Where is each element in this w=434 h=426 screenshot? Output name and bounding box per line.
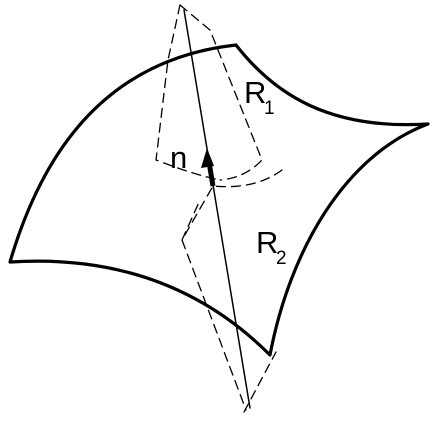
radius-2-label: R 2 bbox=[256, 225, 287, 269]
svg-text:R: R bbox=[244, 75, 266, 110]
radius-1-label: R 1 bbox=[244, 75, 275, 119]
normal-vector-arrow bbox=[201, 148, 216, 187]
normal-axis-line bbox=[183, 9, 251, 409]
principal-section-1-right bbox=[179, 4, 263, 181]
svg-text:R: R bbox=[256, 225, 278, 260]
principal-section-2-upper bbox=[181, 199, 201, 241]
principal-sections bbox=[155, 4, 283, 413]
svg-text:1: 1 bbox=[264, 98, 275, 119]
surface-patch bbox=[8, 43, 430, 357]
normal-plane-right bbox=[243, 351, 277, 413]
normal-label: n bbox=[170, 140, 187, 175]
svg-text:2: 2 bbox=[276, 248, 287, 269]
principal-section-2-lower bbox=[181, 169, 283, 411]
